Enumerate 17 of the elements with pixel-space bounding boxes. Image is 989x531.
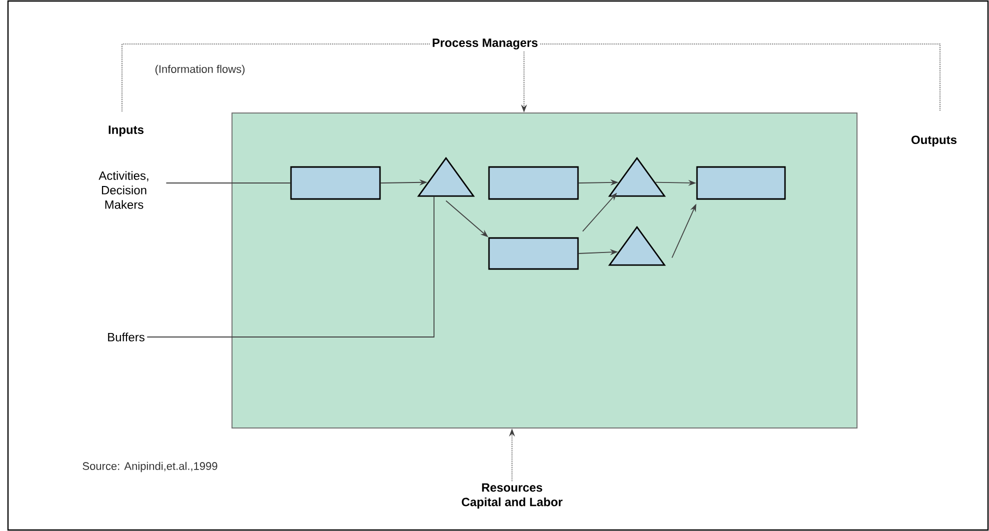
label-text: Buffers [108, 332, 144, 342]
connector-line [166, 182, 291, 184]
connector-line [146, 196, 434, 338]
connector-line [540, 44, 940, 112]
label-text: Outputs [912, 136, 957, 146]
heading-text: Process Managers [432, 38, 538, 50]
note-text: Source: Anipindi,et.al.,1999 [82, 462, 218, 472]
label-text: Activities, Decision Makers [98, 171, 148, 209]
note-text: (Information flows) [155, 64, 245, 76]
process-box [696, 166, 786, 200]
process-box [488, 166, 579, 200]
process-box [488, 237, 579, 270]
process-area [232, 112, 858, 428]
connector-line [122, 44, 430, 112]
process-box [290, 166, 381, 200]
label-text: Resources Capital and Labor [462, 483, 562, 509]
label-text: Inputs [108, 126, 144, 136]
